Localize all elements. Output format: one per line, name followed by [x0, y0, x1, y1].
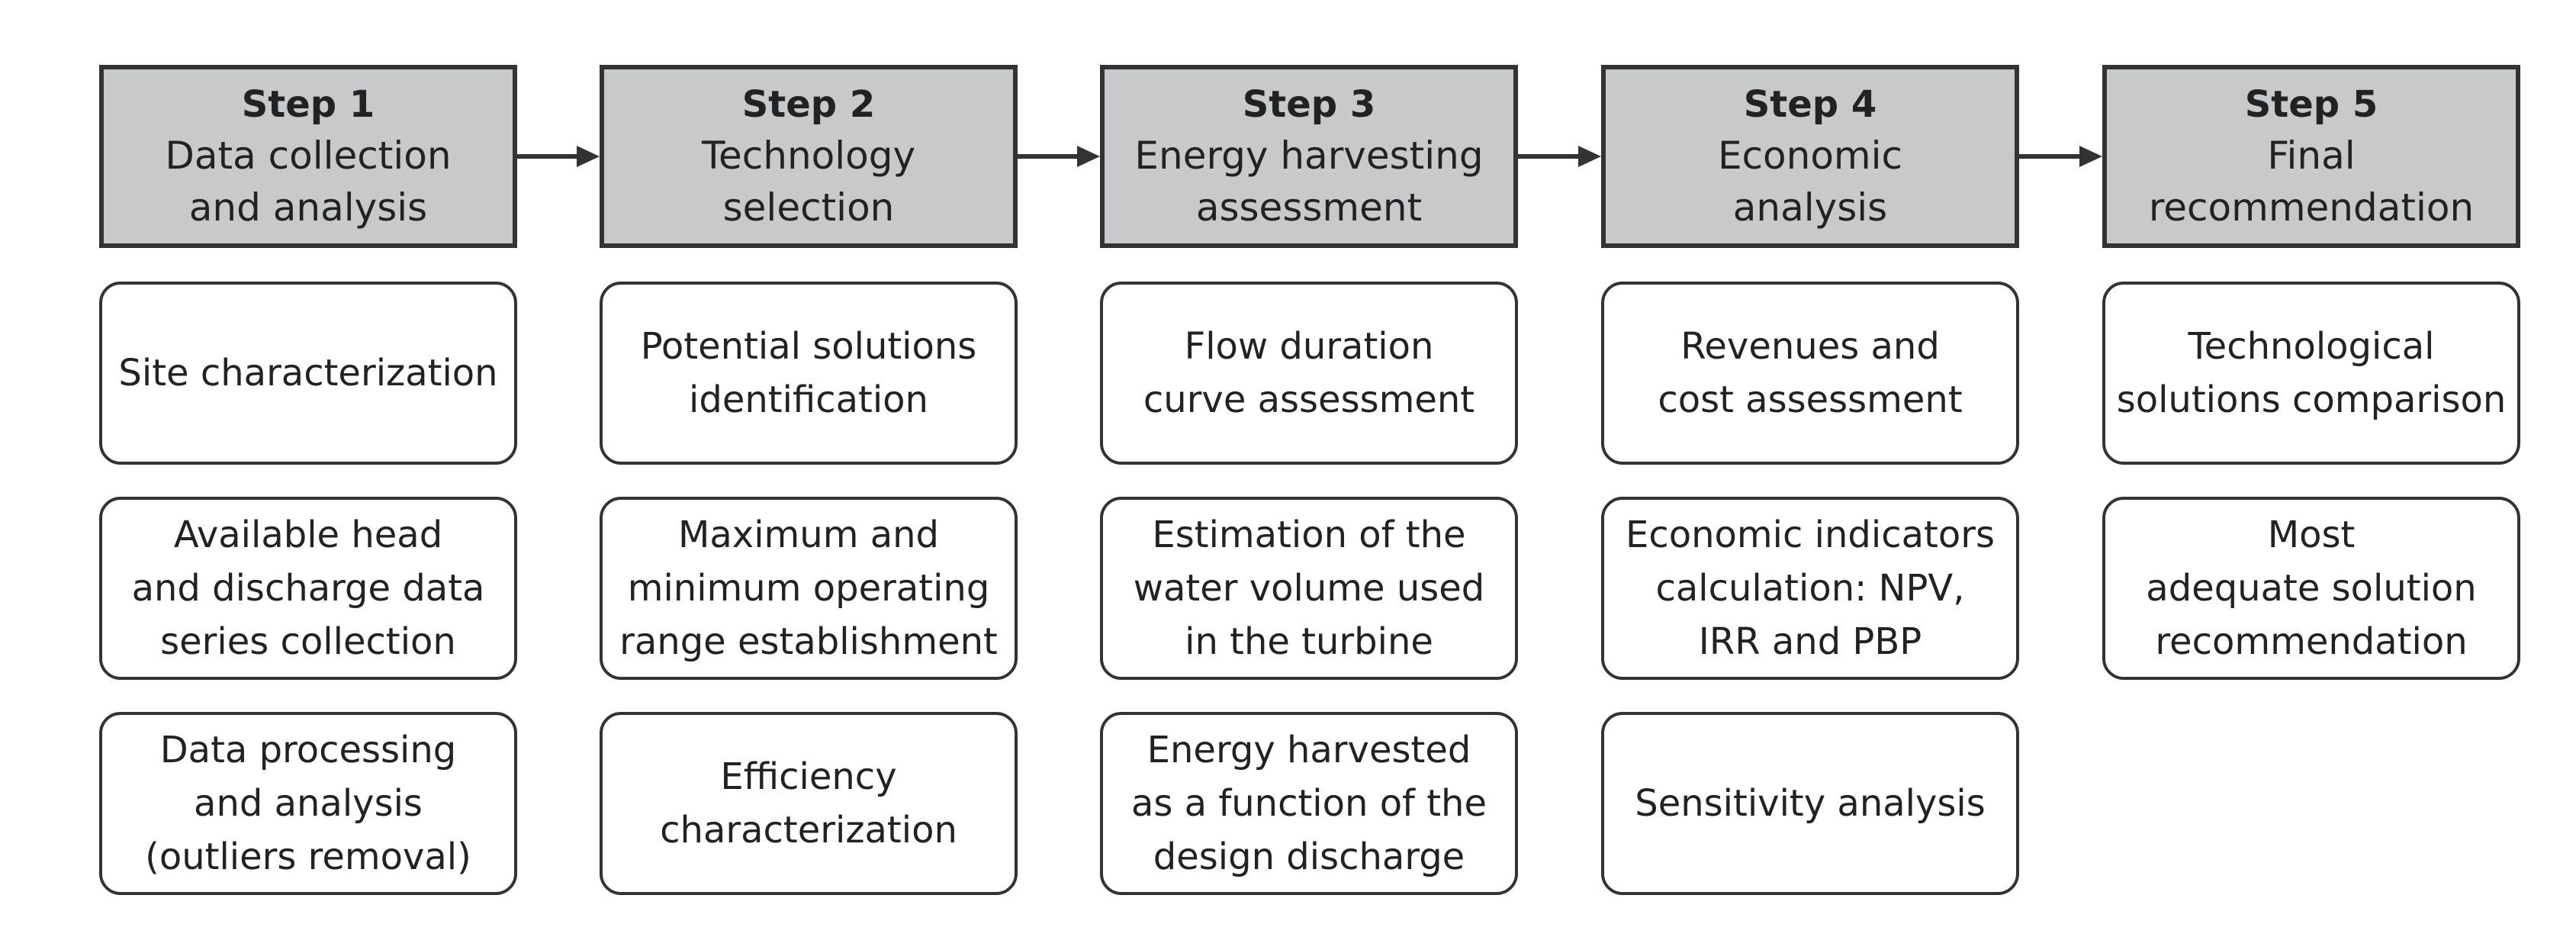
step-3-header: Step 3 Energy harvesting assessment	[1100, 65, 1518, 248]
step-5-task-2: Most adequate solution recommendation	[2102, 497, 2520, 680]
step-5-title: Final recommendation	[2148, 134, 2475, 230]
step-column-1: Step 1 Data collection and analysis Site…	[99, 0, 517, 937]
step-column-4: Step 4 Economic analysis Revenues and co…	[1601, 0, 2019, 937]
step-1-task-3: Data processing and analysis (outliers r…	[99, 712, 517, 895]
step-4-header: Step 4 Economic analysis	[1601, 65, 2019, 248]
step-1-task-1: Site characterization	[99, 282, 517, 465]
step-5-task-1: Technological solutions comparison	[2102, 282, 2520, 465]
step-column-3: Step 3 Energy harvesting assessment Flow…	[1100, 0, 1518, 937]
step-3-task-3: Energy harvested as a function of the de…	[1100, 712, 1518, 895]
step-5-label: Step 5	[2244, 83, 2378, 126]
step-1-title: Data collection and analysis	[165, 134, 452, 230]
step-1-task-2: Available head and discharge data series…	[99, 497, 517, 680]
step-2-task-3: Efficiency characterization	[600, 712, 1018, 895]
arrowhead-step4-to-step5-icon	[2079, 146, 2102, 167]
arrowhead-step2-to-step3-icon	[1077, 146, 1100, 167]
step-4-task-3: Sensitivity analysis	[1601, 712, 2019, 895]
step-4-label: Step 4	[1743, 83, 1877, 126]
step-column-5: Step 5 Final recommendation Technologica…	[2102, 0, 2520, 937]
step-2-task-2: Maximum and minimum operating range esta…	[600, 497, 1018, 680]
step-column-2: Step 2 Technology selection Potential so…	[600, 0, 1018, 937]
step-4-task-2: Economic indicators calculation: NPV, IR…	[1601, 497, 2019, 680]
step-2-title: Technology selection	[701, 134, 916, 230]
step-2-header: Step 2 Technology selection	[600, 65, 1018, 248]
step-3-task-2: Estimation of the water volume used in t…	[1100, 497, 1518, 680]
step-1-label: Step 1	[241, 83, 375, 126]
step-1-header: Step 1 Data collection and analysis	[99, 65, 517, 248]
step-4-title: Economic analysis	[1717, 134, 1903, 230]
step-5-header: Step 5 Final recommendation	[2102, 65, 2520, 248]
step-2-task-1: Potential solutions identification	[600, 282, 1018, 465]
step-4-task-1: Revenues and cost assessment	[1601, 282, 2019, 465]
step-3-label: Step 3	[1242, 83, 1376, 126]
arrowhead-step1-to-step2-icon	[577, 146, 600, 167]
arrowhead-step3-to-step4-icon	[1578, 146, 1601, 167]
step-3-task-1: Flow duration curve assessment	[1100, 282, 1518, 465]
step-2-label: Step 2	[741, 83, 876, 126]
step-3-title: Energy harvesting assessment	[1134, 134, 1484, 230]
